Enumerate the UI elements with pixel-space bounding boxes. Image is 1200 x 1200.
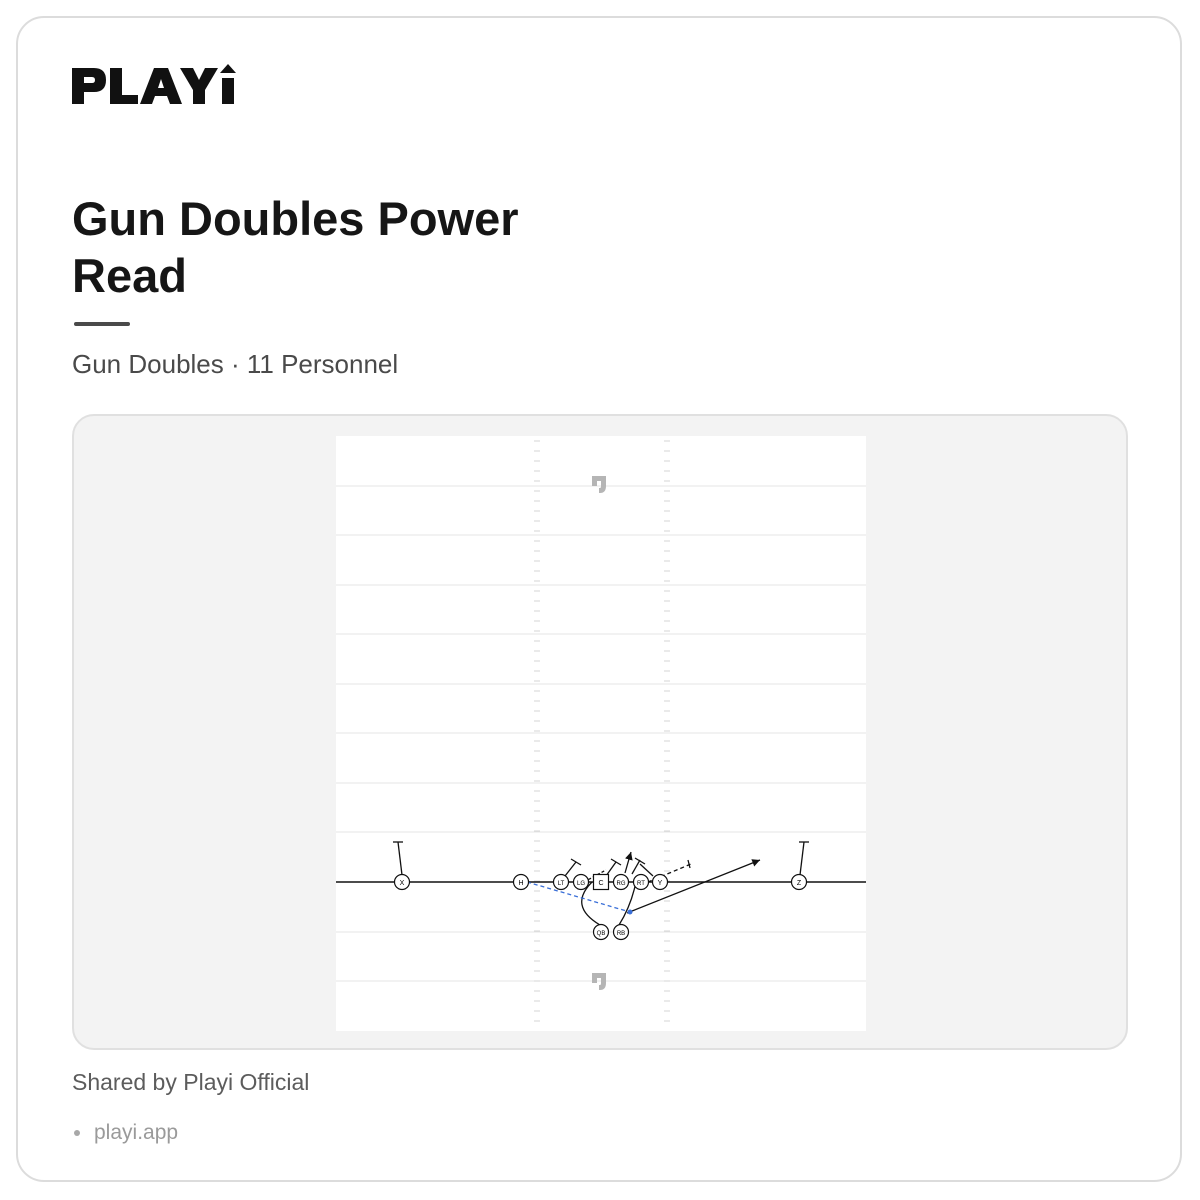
rt-block-tbar (634, 857, 646, 865)
formation-subtitle: Gun Doubles · 11 Personnel (72, 349, 399, 379)
player-h-label: H (518, 880, 523, 887)
bullet-dot-icon (74, 1130, 80, 1136)
site-link[interactable]: playi.app (74, 1121, 178, 1145)
player-qb[interactable]: QB (592, 923, 610, 941)
player-rg-label: RG (617, 881, 626, 887)
player-y-label: Y (658, 880, 663, 887)
player-rt[interactable]: RT (632, 873, 650, 891)
c-block-tbar (610, 858, 622, 866)
play-diagram: X H LT LG C RG RT Y (336, 436, 866, 1031)
y-release-tbar (687, 859, 691, 869)
shared-by-text: Shared by Playi Official (72, 1069, 310, 1095)
rb-route (626, 859, 761, 914)
player-lt[interactable]: LT (552, 873, 570, 891)
player-x[interactable]: X (393, 873, 411, 891)
field-logo-top (592, 476, 606, 493)
player-x-label: X (400, 880, 405, 887)
read-point (627, 909, 633, 915)
player-lg-label: LG (577, 881, 585, 887)
player-lt-label: LT (558, 881, 565, 887)
site-link-label: playi.app (94, 1121, 179, 1144)
hash-marks (534, 440, 670, 1022)
qb-mesh-path (581, 881, 601, 926)
player-rt-label: RT (637, 881, 645, 887)
player-rg[interactable]: RG (612, 873, 630, 891)
read-path (526, 881, 631, 913)
player-z-label: Z (797, 880, 802, 887)
z-block-route (799, 841, 805, 876)
route-layer (393, 841, 809, 926)
playi-logo-mark (72, 64, 236, 104)
lt-block-tbar (570, 858, 582, 866)
title-divider (74, 322, 130, 326)
rt-block-route (631, 859, 641, 875)
play-diagram-frame: X H LT LG C RG RT Y (72, 414, 1128, 1050)
play-title: Gun Doubles Power Read (72, 192, 519, 302)
player-h[interactable]: H (512, 873, 530, 891)
lt-block-route (564, 861, 577, 877)
player-lg[interactable]: LG (572, 873, 590, 891)
player-rb[interactable]: RB (612, 923, 630, 941)
field-logo-bottom (592, 973, 606, 990)
player-rb-label: RB (617, 931, 625, 937)
x-block-route (397, 841, 403, 876)
player-c-label: C (598, 880, 603, 887)
player-c[interactable]: C (592, 873, 610, 891)
y-block-route (639, 863, 654, 877)
player-y[interactable]: Y (651, 873, 669, 891)
rg-route (624, 851, 633, 874)
yard-lines (336, 485, 866, 982)
player-qb-label: QB (597, 931, 606, 937)
playi-logo (72, 64, 242, 108)
c-block-route (605, 861, 617, 877)
player-z[interactable]: Z (790, 873, 808, 891)
